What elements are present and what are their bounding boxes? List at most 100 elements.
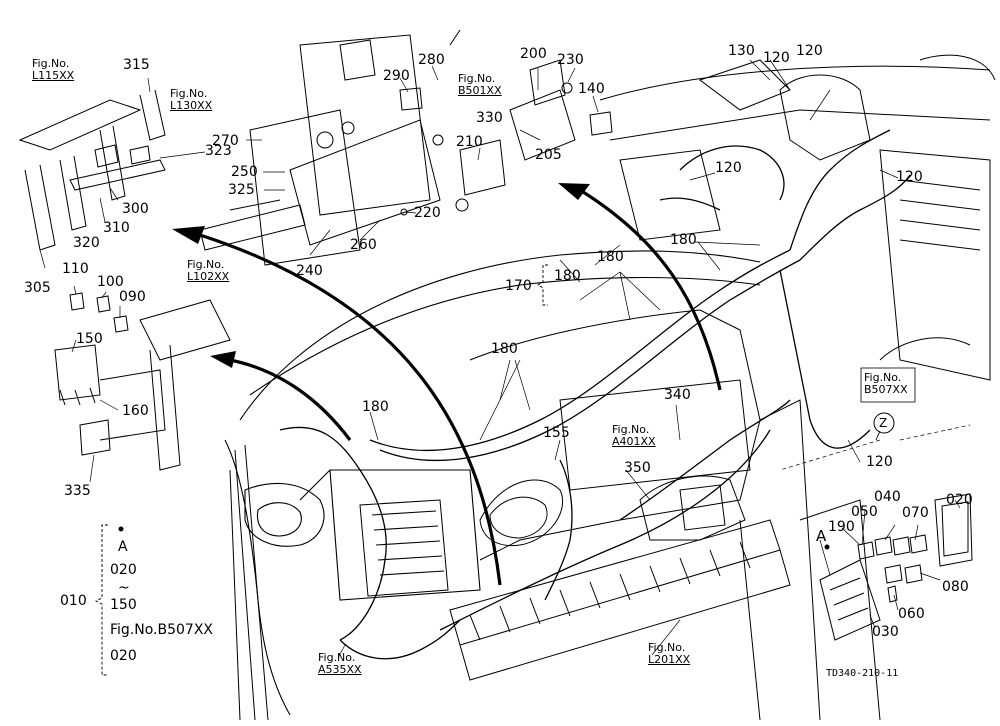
callout-220: 220 (414, 205, 441, 221)
callout-120-upper: 120 (796, 43, 823, 59)
callout-280: 280 (418, 52, 445, 68)
front-grille (229, 444, 449, 721)
callout-155: 155 (543, 425, 570, 441)
callout-020: 020 (946, 492, 973, 508)
callout-060: 060 (898, 606, 925, 622)
legend-tilde: ~ (118, 580, 130, 596)
view-z-arrow (875, 430, 881, 441)
callout-120-lower: 120 (866, 454, 893, 470)
callout-160: 160 (122, 403, 149, 419)
callout-320: 320 (73, 235, 100, 251)
bracket-010 (94, 524, 108, 676)
callout-130: 130 (728, 43, 755, 59)
upper-center-plates (199, 34, 613, 266)
figref-code: B507XX (864, 383, 908, 396)
figref-prefix: Fig.No. (458, 72, 496, 85)
figref-l115: Fig.No. L115XX (32, 58, 74, 82)
figref-code: B501XX (458, 84, 502, 97)
callout-315: 315 (123, 57, 150, 73)
callout-323: 323 (205, 143, 232, 159)
figref-code: L102XX (187, 270, 230, 283)
figref-box-b507 (860, 367, 916, 403)
legend-bottom-item: 020 (110, 648, 137, 664)
callout-120-top: 120 (763, 50, 790, 66)
legend-fig-ref: Fig.No.B507XX (110, 622, 214, 638)
section-a-dot (824, 544, 830, 550)
callout-200: 200 (520, 46, 547, 62)
callout-270: 270 (212, 133, 239, 149)
callout-180-center: 180 (491, 341, 518, 357)
callout-140: 140 (578, 81, 605, 97)
callout-310: 310 (103, 220, 130, 236)
figref-prefix: Fig.No. (170, 87, 208, 100)
figref-prefix: Fig.No. (612, 423, 650, 436)
view-z-circle (873, 412, 895, 434)
legend-group-id: 010 (60, 593, 87, 609)
callout-180-right: 180 (670, 232, 697, 248)
harness-wires (279, 129, 911, 660)
section-a-label: A (816, 527, 827, 545)
frame-members (449, 399, 881, 721)
callout-180-left: 180 (362, 399, 389, 415)
callout-250: 250 (231, 164, 258, 180)
bracket-170 (537, 264, 548, 306)
figref-code: A535XX (318, 663, 362, 676)
figref-prefix: Fig.No. (318, 651, 356, 664)
figref-a535: Fig.No. A535XX (318, 652, 362, 676)
leader-lines (39, 59, 971, 659)
arrow-heads (172, 183, 590, 368)
callout-040: 040 (874, 489, 901, 505)
assembly-arrows (199, 29, 722, 586)
callout-290: 290 (383, 68, 410, 84)
drawing-number: TD340-210-11 (826, 668, 899, 679)
upper-left-brackets (18, 89, 166, 251)
callout-260: 260 (350, 237, 377, 253)
figref-code: L201XX (648, 653, 691, 666)
callout-050: 050 (851, 504, 878, 520)
callout-080: 080 (942, 579, 969, 595)
callout-120-mid: 120 (715, 160, 742, 176)
callout-090: 090 (119, 289, 146, 305)
callout-190: 190 (828, 519, 855, 535)
callout-180-group: 180 (554, 268, 581, 284)
callout-325: 325 (228, 182, 255, 198)
legend-dot (118, 526, 124, 532)
figref-prefix: Fig.No. (187, 258, 225, 271)
figref-prefix: Fig.No. (648, 641, 686, 654)
figref-code: L115XX (32, 69, 75, 82)
callout-340: 340 (664, 387, 691, 403)
figref-prefix: Fig.No. (32, 57, 70, 70)
callout-350: 350 (624, 460, 651, 476)
relay-block (54, 292, 231, 471)
callout-230: 230 (557, 52, 584, 68)
callout-305: 305 (24, 280, 51, 296)
callout-300: 300 (122, 201, 149, 217)
connector-block-a (819, 493, 973, 641)
figref-b507: Fig.No. B507XX (864, 372, 908, 396)
callout-110: 110 (62, 261, 89, 277)
callout-100: 100 (97, 274, 124, 290)
figref-l130: Fig.No. L130XX (170, 88, 212, 112)
view-z-label: Z (879, 416, 888, 430)
callout-335: 335 (64, 483, 91, 499)
callout-180-upper: 180 (597, 249, 624, 265)
figref-b501: Fig.No. B501XX (458, 73, 502, 97)
legend-letter: A (118, 539, 128, 555)
callout-240: 240 (296, 263, 323, 279)
callout-210: 210 (456, 134, 483, 150)
callout-030: 030 (872, 624, 899, 640)
callout-330: 330 (476, 110, 503, 126)
callout-070: 070 (902, 505, 929, 521)
figref-l102: Fig.No. L102XX (187, 259, 229, 283)
callout-170: 170 (505, 278, 532, 294)
legend-item-from: 020 (110, 562, 137, 578)
callout-150: 150 (76, 331, 103, 347)
figref-code: A401XX (612, 435, 656, 448)
dashboard-area (599, 54, 996, 381)
figref-l201: Fig.No. L201XX (648, 642, 690, 666)
figref-prefix: Fig.No. (864, 371, 902, 384)
legend-item-to: 150 (110, 597, 137, 613)
callout-120-right: 120 (896, 169, 923, 185)
figref-code: L130XX (170, 99, 213, 112)
